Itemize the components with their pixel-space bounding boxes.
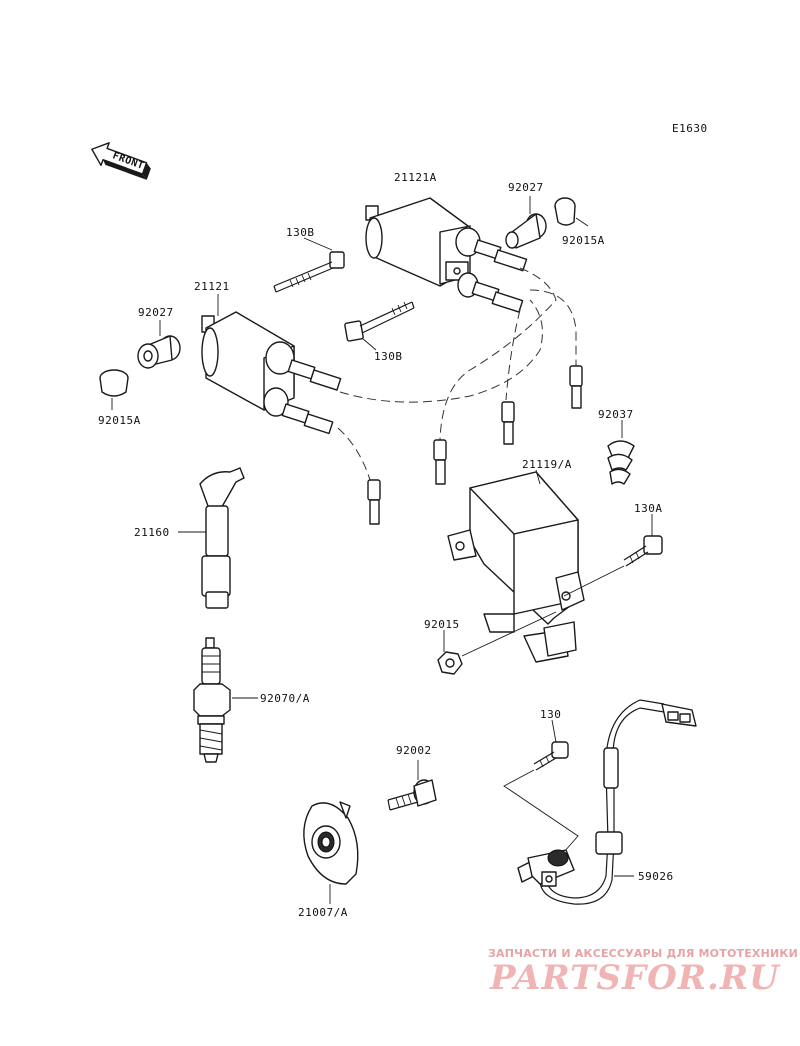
lead-wire-1 (337, 427, 371, 481)
bolt-130b-mid (344, 301, 415, 351)
label-92027-top: 92027 (508, 181, 544, 194)
label-130b-top: 130B (286, 226, 315, 239)
collar-92027-left (137, 320, 181, 369)
label-92015a-top: 92015A (562, 234, 605, 247)
plug-cap-2 (433, 439, 447, 485)
label-92002: 92002 (396, 744, 432, 757)
nut-92015 (437, 611, 557, 675)
label-130: 130 (540, 708, 561, 721)
bolt-130a (563, 514, 663, 597)
bolt-92002 (387, 760, 437, 811)
ignition-coil-top (365, 197, 528, 313)
label-92015: 92015 (424, 618, 460, 631)
plug-cap-4 (569, 365, 583, 409)
watermark-tagline: ЗАПЧАСТИ И АКСЕССУАРЫ ДЛЯ МОТОТЕХНИКИ (488, 947, 798, 960)
lead-wire-5 (529, 289, 577, 370)
spark-plug-92070a (193, 637, 258, 763)
lead-wire-2 (339, 299, 543, 403)
collar-92027-top (505, 196, 547, 249)
grommet-92015a-top (554, 197, 589, 227)
label-92027-left: 92027 (138, 306, 174, 319)
label-21121a: 21121A (394, 171, 437, 184)
ignition-coil-left (201, 294, 342, 435)
ic-igniter-box (447, 469, 585, 663)
grommet-92015a-left (99, 369, 129, 410)
spark-plug-cap-21160 (178, 467, 245, 609)
label-92015a-left: 92015A (98, 414, 141, 427)
label-21121: 21121 (194, 280, 230, 293)
label-130b-mid: 130B (374, 350, 403, 363)
front-arrow-icon (91, 142, 151, 180)
label-92070a: 92070/A (260, 692, 310, 705)
plug-cap-1 (367, 479, 381, 525)
timing-rotor-21007a (303, 801, 359, 904)
clamp-92037 (607, 420, 635, 485)
plug-cap-3 (501, 401, 515, 445)
label-130a: 130A (634, 502, 663, 515)
watermark-logo: PARTSFOR.RU (490, 958, 780, 998)
bolt-130 (503, 719, 579, 853)
label-59026: 59026 (638, 870, 674, 883)
label-21160: 21160 (134, 526, 170, 539)
label-21007a: 21007/A (298, 906, 348, 919)
bolt-130b-top (273, 237, 345, 293)
lead-wire-4 (505, 309, 521, 401)
label-92037: 92037 (598, 408, 634, 421)
lead-wire-3 (439, 267, 557, 441)
label-21119a: 21119/A (522, 458, 572, 471)
diagram-ref-code: E1630 (672, 122, 708, 135)
pickup-coil-59026 (517, 699, 697, 905)
